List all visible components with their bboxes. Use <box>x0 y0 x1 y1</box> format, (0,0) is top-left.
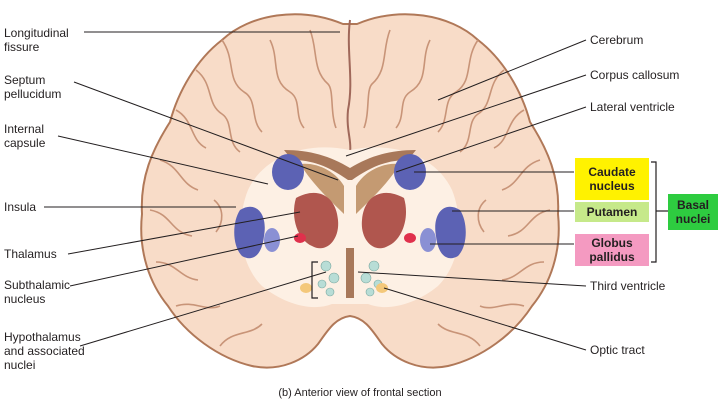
right-optic-tract-shape <box>376 283 388 293</box>
gyri-folds <box>149 29 551 347</box>
right-thalamus-shape <box>361 192 407 249</box>
label-insula: Insula <box>4 200 37 214</box>
box-basal-nuclei: Basal nuclei <box>668 194 718 230</box>
right-caudate-shape <box>394 154 426 190</box>
label-cerebrum: Cerebrum <box>590 33 644 47</box>
left-globus-shape <box>264 228 280 252</box>
figure-caption: (b) Anterior view of frontal section <box>278 387 442 399</box>
right-globus-shape <box>420 228 436 252</box>
right-subthalamic-shape <box>404 233 416 243</box>
leader-lines <box>44 31 587 351</box>
left-subthalamic-shape <box>294 233 306 243</box>
left-optic-tract-shape <box>300 283 312 293</box>
label-subthalamic-nucleus: Subthalamic nucleus <box>4 278 71 306</box>
label-thalamus: Thalamus <box>4 247 57 261</box>
label-longitudinal-fissure: Longitudinal fissure <box>4 26 69 54</box>
label-lateral-ventricle: Lateral ventricle <box>590 100 675 114</box>
right-lateral-ventricle-shape <box>356 163 400 214</box>
hypothalamic-nuclei <box>317 260 383 297</box>
label-third-ventricle: Third ventricle <box>590 279 666 293</box>
label-hypothalamus: Hypothalamus and associated nuclei <box>4 330 85 372</box>
box-putamen: Putamen <box>575 202 649 222</box>
label-septum-pellucidum: Septum pellucidum <box>4 73 62 101</box>
basal-nuclei-bracket <box>651 161 657 263</box>
corpus-callosum-shape <box>284 150 416 180</box>
left-lateral-ventricle-shape <box>300 163 344 214</box>
longitudinal-fissure-line <box>346 19 352 153</box>
left-thalamus-shape <box>293 192 339 249</box>
label-optic-tract: Optic tract <box>590 343 645 357</box>
label-internal-capsule: Internal capsule <box>4 122 46 150</box>
hypothalamus-bracket <box>311 261 318 299</box>
third-ventricle-shape <box>346 248 354 298</box>
label-corpus-callosum: Corpus callosum <box>590 68 680 82</box>
box-caudate-nucleus: Caudate nucleus <box>575 158 649 200</box>
left-caudate-shape <box>272 154 304 190</box>
right-putamen-shape <box>435 206 466 259</box>
box-globus-pallidus: Globus pallidus <box>575 234 649 266</box>
